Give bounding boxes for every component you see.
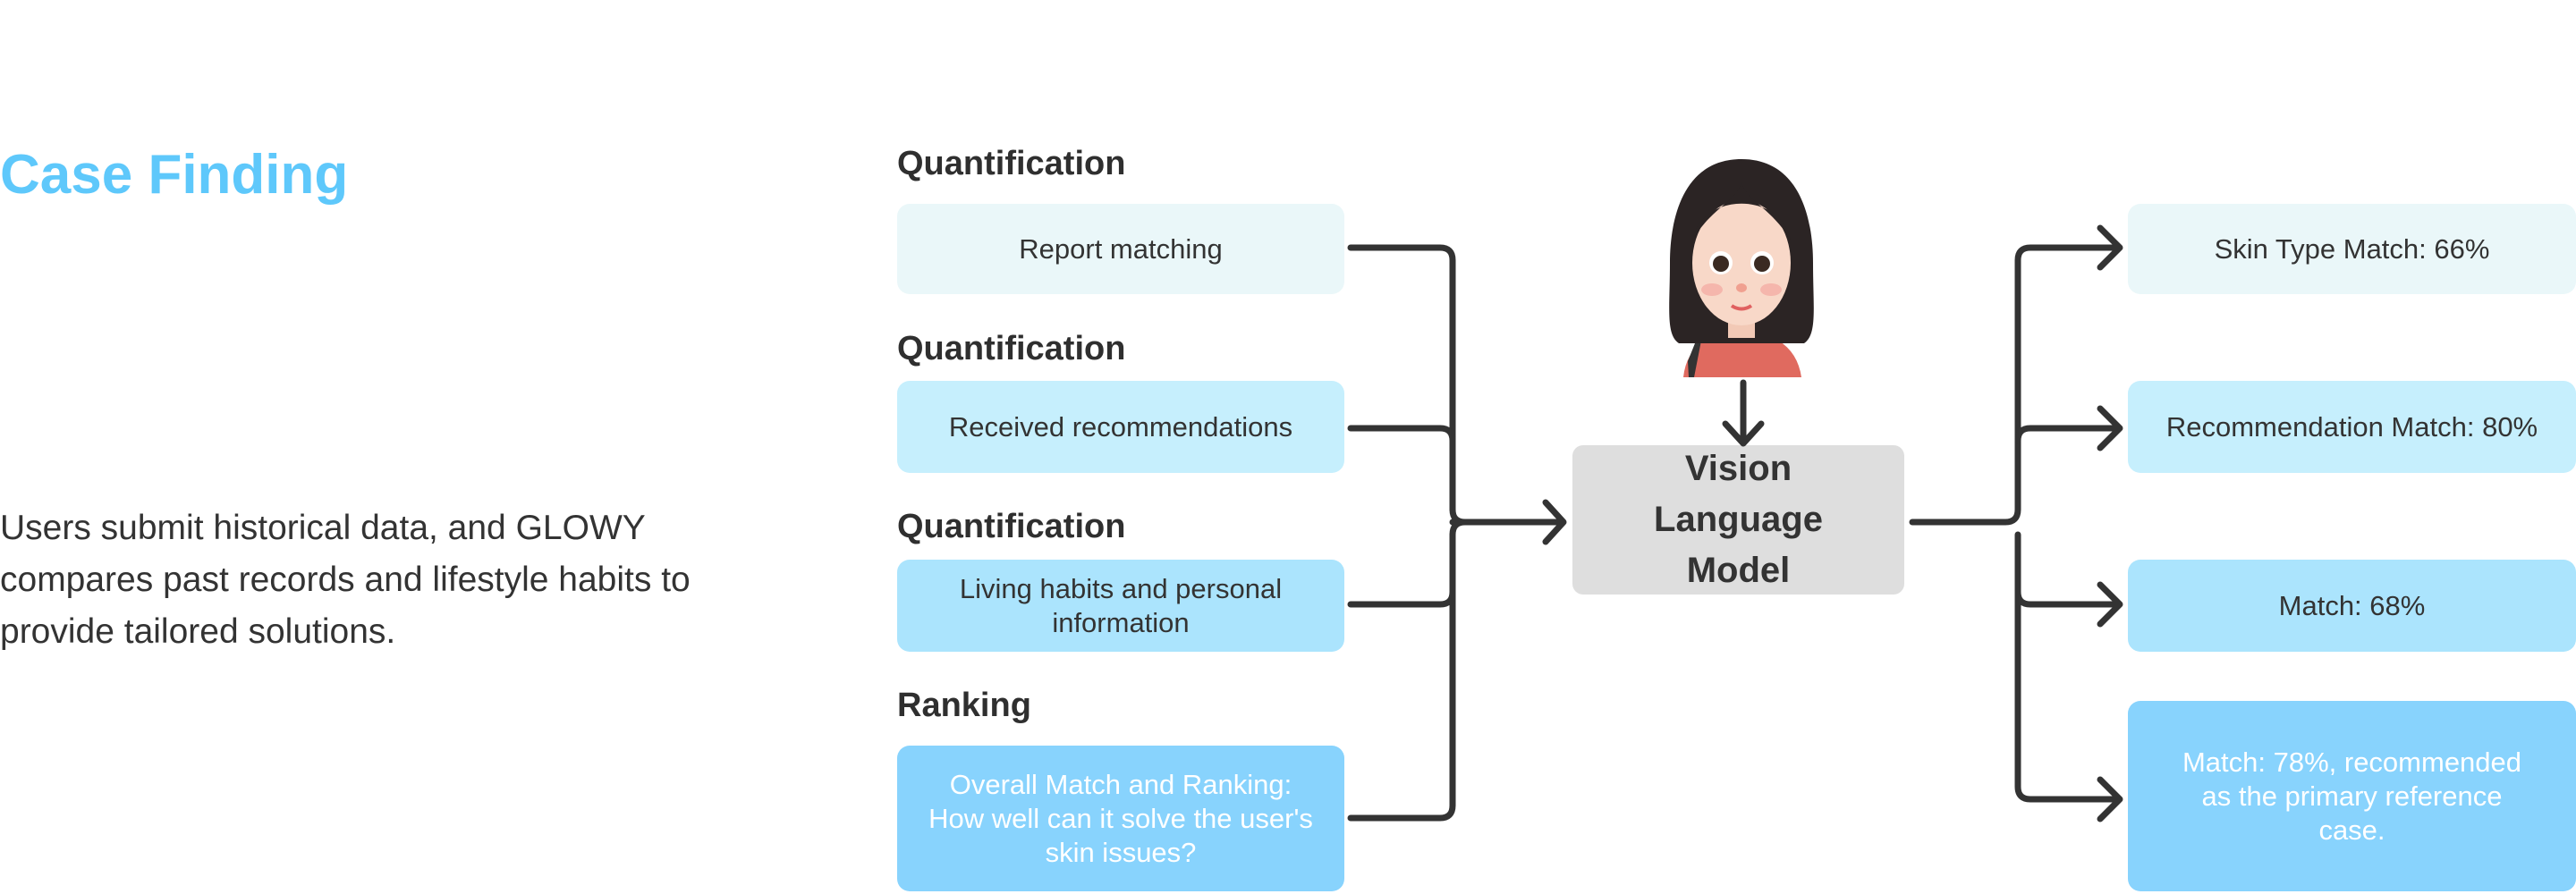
input-heading: Quantification xyxy=(897,508,1126,545)
output-box-match-68: Match: 68% xyxy=(2128,560,2576,652)
input-box-received-recommendations: Received recommendations xyxy=(897,381,1344,473)
input-box-report-matching: Report matching xyxy=(897,204,1344,294)
input-box-living-habits: Living habits and personal information xyxy=(897,560,1344,652)
input-heading: Quantification xyxy=(897,330,1126,367)
input-heading: Quantification xyxy=(897,145,1126,182)
output-box-skin-type: Skin Type Match: 66% xyxy=(2128,204,2576,294)
input-box-overall-ranking: Overall Match and Ranking: How well can … xyxy=(897,746,1344,891)
output-box-primary-case: Match: 78%, recommended as the primary r… xyxy=(2128,701,2576,891)
vision-language-model-box: Vision Language Model xyxy=(1572,445,1904,595)
input-heading: Ranking xyxy=(897,687,1031,724)
output-box-recommendation: Recommendation Match: 80% xyxy=(2128,381,2576,473)
user-avatar-icon xyxy=(1669,159,1814,377)
description: Users submit historical data, and GLOWY … xyxy=(0,509,691,651)
page-title: Case Finding xyxy=(0,144,349,206)
